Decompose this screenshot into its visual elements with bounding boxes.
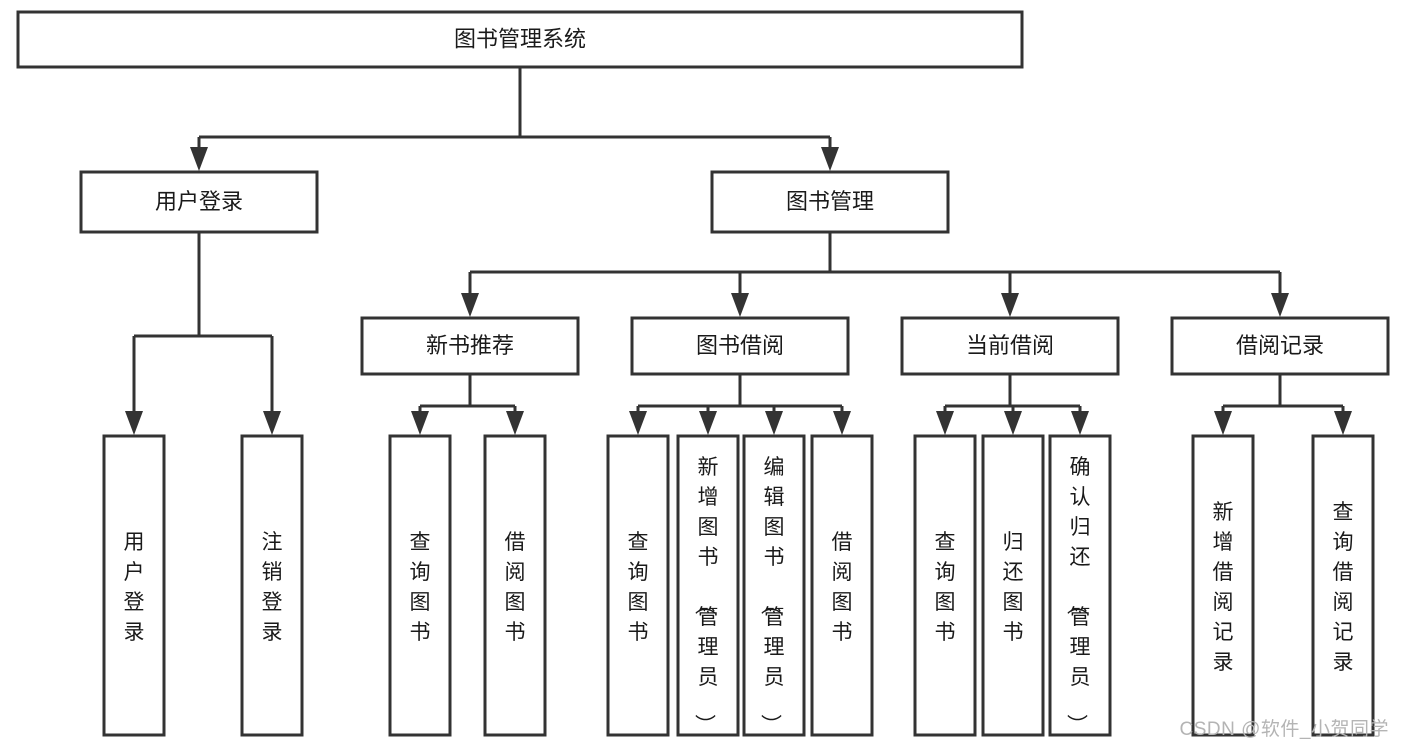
node-leaf-borrow-book-2-box[interactable] xyxy=(810,434,874,737)
node-leaf-borrow-book-1-box[interactable] xyxy=(483,434,547,737)
node-leaf-add-book-label: 新增图书（管理员） xyxy=(693,456,719,735)
node-leaf-user-login-label: 用户登录 xyxy=(124,531,145,644)
node-leaf-confirm-return-label: 确认归还（管理员） xyxy=(1065,456,1091,735)
node-user-login-label: 用户登录 xyxy=(155,189,243,214)
node-root[interactable]: 图书管理系统 xyxy=(16,10,1024,69)
node-user-login[interactable]: 用户登录 xyxy=(79,170,319,234)
arrow-head-icon xyxy=(461,293,479,317)
arrow-head-icon xyxy=(699,411,717,435)
node-leaf-query-book-3[interactable]: 查询图书 xyxy=(913,434,977,737)
arrow-head-icon xyxy=(1214,411,1232,435)
arrow-head-icon xyxy=(833,411,851,435)
node-leaf-logout[interactable]: 注销登录 xyxy=(240,434,304,737)
node-leaf-borrow-book-1[interactable]: 借阅图书 xyxy=(483,434,547,737)
connector-lines xyxy=(125,67,1352,435)
node-leaf-logout-label: 注销登录 xyxy=(262,531,283,644)
node-book-management-label: 图书管理 xyxy=(786,189,874,214)
node-current-borrow-label: 当前借阅 xyxy=(966,333,1054,358)
node-leaf-return-book[interactable]: 归还图书 xyxy=(981,434,1045,737)
arrow-head-icon xyxy=(1271,293,1289,317)
node-new-book-recommend[interactable]: 新书推荐 xyxy=(360,316,580,376)
arrow-head-icon xyxy=(1071,411,1089,435)
arrow-head-icon xyxy=(1334,411,1352,435)
node-leaf-add-book[interactable]: 新增图书（管理员） xyxy=(676,434,740,737)
node-book-borrow-box[interactable] xyxy=(630,316,850,376)
node-leaf-query-book-3-label: 查询图书 xyxy=(935,531,956,644)
node-leaf-query-book-1[interactable]: 查询图书 xyxy=(388,434,452,737)
node-leaf-query-record-box[interactable] xyxy=(1311,434,1375,737)
arrow-head-icon xyxy=(1004,411,1022,435)
node-new-book-recommend-label: 新书推荐 xyxy=(426,333,514,358)
arrow-head-icon xyxy=(629,411,647,435)
node-leaf-query-book-2-box[interactable] xyxy=(606,434,670,737)
node-leaf-borrow-book-2[interactable]: 借阅图书 xyxy=(810,434,874,737)
node-leaf-query-record[interactable]: 查询借阅记录 xyxy=(1311,434,1375,737)
node-boxes: 图书管理系统用户登录图书管理新书推荐图书借阅当前借阅借阅记录用户登录注销登录查询… xyxy=(16,10,1390,737)
node-leaf-add-record-label: 新增借阅记录 xyxy=(1213,501,1234,674)
node-leaf-add-book-box[interactable] xyxy=(676,434,740,737)
node-leaf-query-book-1-box[interactable] xyxy=(388,434,452,737)
node-current-borrow-box[interactable] xyxy=(900,316,1120,376)
node-leaf-query-record-label: 查询借阅记录 xyxy=(1333,501,1354,674)
node-book-management-box[interactable] xyxy=(710,170,950,234)
node-book-management[interactable]: 图书管理 xyxy=(710,170,950,234)
node-leaf-query-book-2-label: 查询图书 xyxy=(628,531,649,644)
node-leaf-edit-book[interactable]: 编辑图书（管理员） xyxy=(742,434,806,737)
node-leaf-user-login-box[interactable] xyxy=(102,434,166,737)
node-leaf-add-record-box[interactable] xyxy=(1191,434,1255,737)
node-user-login-box[interactable] xyxy=(79,170,319,234)
arrow-head-icon xyxy=(190,147,208,171)
arrow-head-icon xyxy=(731,293,749,317)
node-borrow-record-label: 借阅记录 xyxy=(1236,333,1324,358)
node-leaf-logout-box[interactable] xyxy=(240,434,304,737)
node-leaf-confirm-return[interactable]: 确认归还（管理员） xyxy=(1048,434,1112,737)
node-leaf-borrow-book-1-label: 借阅图书 xyxy=(505,531,526,644)
node-leaf-edit-book-box[interactable] xyxy=(742,434,806,737)
node-leaf-add-record[interactable]: 新增借阅记录 xyxy=(1191,434,1255,737)
arrow-head-icon xyxy=(821,147,839,171)
arrow-head-icon xyxy=(1001,293,1019,317)
arrow-head-icon xyxy=(936,411,954,435)
node-borrow-record-box[interactable] xyxy=(1170,316,1390,376)
node-leaf-query-book-1-label: 查询图书 xyxy=(410,531,431,644)
node-book-borrow-label: 图书借阅 xyxy=(696,333,784,358)
node-borrow-record[interactable]: 借阅记录 xyxy=(1170,316,1390,376)
arrow-head-icon xyxy=(765,411,783,435)
node-book-borrow[interactable]: 图书借阅 xyxy=(630,316,850,376)
node-leaf-borrow-book-2-label: 借阅图书 xyxy=(832,531,853,644)
node-current-borrow[interactable]: 当前借阅 xyxy=(900,316,1120,376)
node-leaf-edit-book-label: 编辑图书（管理员） xyxy=(759,456,785,735)
arrow-head-icon xyxy=(506,411,524,435)
node-leaf-confirm-return-box[interactable] xyxy=(1048,434,1112,737)
node-root-label: 图书管理系统 xyxy=(454,26,586,51)
arrow-head-icon xyxy=(125,411,143,435)
watermark-text: CSDN @软件_小贺同学 xyxy=(1179,719,1389,740)
node-new-book-recommend-box[interactable] xyxy=(360,316,580,376)
arrow-head-icon xyxy=(411,411,429,435)
node-leaf-return-book-box[interactable] xyxy=(981,434,1045,737)
node-root-box[interactable] xyxy=(16,10,1024,69)
node-leaf-return-book-label: 归还图书 xyxy=(1003,531,1024,644)
node-leaf-query-book-3-box[interactable] xyxy=(913,434,977,737)
arrow-head-icon xyxy=(263,411,281,435)
node-leaf-query-book-2[interactable]: 查询图书 xyxy=(606,434,670,737)
node-leaf-user-login[interactable]: 用户登录 xyxy=(102,434,166,737)
